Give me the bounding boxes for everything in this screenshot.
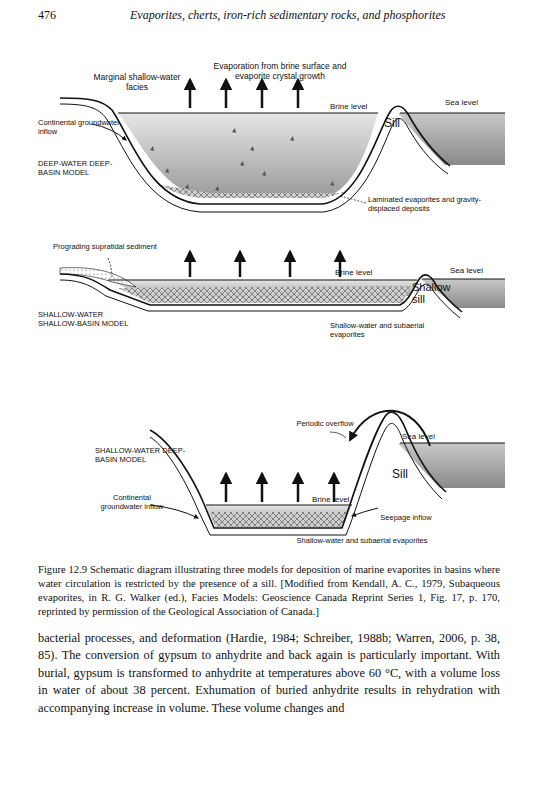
body-text: bacterial processes, and deformation (Ha…	[38, 630, 500, 717]
sill-label: Sill	[392, 468, 432, 482]
crystal	[290, 136, 294, 141]
sea-level-line	[400, 443, 505, 444]
evaporite-crystals	[150, 128, 334, 191]
sea-level-line	[422, 279, 505, 280]
evaporite-layer	[211, 512, 348, 527]
running-header: Evaporites, cherts, iron-rich sedimentar…	[130, 8, 500, 22]
crystal	[262, 171, 266, 176]
level-label: Brine level	[330, 102, 390, 111]
crystal	[150, 146, 154, 151]
laminated-evaporite-layer	[160, 185, 352, 198]
level-label: Sea level	[445, 98, 500, 107]
sea-water	[398, 113, 505, 165]
brine-level-line	[206, 505, 352, 506]
evaporation-arrow	[189, 252, 192, 277]
crystal	[250, 146, 254, 151]
crystal	[165, 168, 169, 173]
sea-level-line	[400, 113, 505, 114]
brine-level-line	[108, 280, 417, 281]
overflow-label: Periodic overflow	[295, 420, 355, 429]
deposit-label: Shallow-water and subaerial evaporites	[330, 322, 460, 339]
evaporation-arrow	[225, 474, 228, 502]
basin-base-line	[60, 280, 460, 318]
crystal	[185, 184, 189, 189]
deposit-label: Laminated evaporites and gravity-displac…	[368, 196, 488, 213]
facies-label: Marginal shallow-water facies	[82, 73, 192, 93]
level-label: Sea level	[402, 432, 457, 441]
supratidal-sediment-wedge	[60, 268, 136, 287]
level-label: Sea level	[450, 266, 505, 275]
page-number: 476	[38, 8, 78, 22]
crystal	[215, 186, 219, 191]
evaporation-arrow	[297, 80, 300, 108]
inflow-label: Seepage inflow	[376, 514, 436, 523]
evaporation-arrow	[261, 474, 264, 502]
crystal	[232, 128, 236, 133]
sediment-label: Prograding supratidal sediment	[40, 243, 170, 252]
evaporation-arrow	[225, 80, 228, 108]
evaporation-arrow	[189, 80, 192, 108]
evaporation-arrow	[261, 80, 264, 108]
crystal	[330, 181, 334, 186]
leader-line	[108, 258, 112, 278]
leader-line	[330, 432, 346, 438]
model-name: SHALLOW-WATER DEEP-BASIN MODEL	[95, 447, 195, 464]
basin-floor-profile	[60, 274, 462, 312]
inflow-label: Continental groundwater inflow	[38, 119, 128, 136]
crystal	[240, 161, 244, 166]
evaporation-arrow	[289, 252, 292, 277]
evaporation-arrows	[190, 80, 298, 108]
seepage-inflow-arrow	[352, 508, 378, 516]
figure-caption: Figure 12.9 Schematic diagram illustrati…	[38, 563, 500, 619]
basin-base-line	[150, 423, 442, 535]
sill-label: Sill	[384, 117, 424, 131]
brine-level-line	[118, 113, 378, 114]
evaporation-arrow	[297, 474, 300, 502]
level-label: Brine level	[312, 495, 372, 504]
brine-water	[118, 113, 378, 198]
level-label: Brine level	[335, 268, 395, 277]
inflow-label: Continental groundwater inflow	[92, 494, 172, 511]
model-name: SHALLOW-WATER SHALLOW-BASIN MODEL	[38, 311, 138, 328]
sill-label: Shallow sill	[412, 281, 464, 305]
evaporation-arrow	[239, 252, 242, 277]
evaporation-arrows	[190, 252, 340, 277]
model-name: DEEP-WATER DEEP-BASIN MODEL	[38, 160, 128, 177]
basin-floor-profile	[60, 98, 450, 204]
process-label: Evaporation from brine surface and evapo…	[205, 62, 355, 82]
leader-line	[340, 196, 366, 203]
deposit-label: Shallow-water and subaerial evaporites	[292, 537, 432, 546]
evaporite-layer	[118, 286, 410, 303]
basin-floor-profile	[150, 412, 446, 528]
